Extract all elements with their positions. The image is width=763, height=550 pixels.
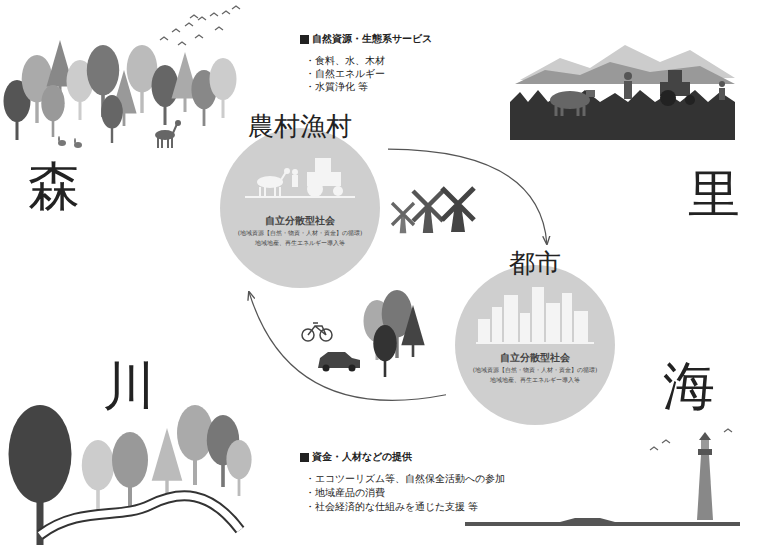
windmills	[392, 188, 474, 233]
node-title: 自立分散型社会	[465, 351, 605, 365]
list-item: ・社会経済的な仕組みを通じた支援 等	[305, 500, 478, 513]
heading-square	[300, 35, 309, 44]
section-heading: 自然資源・生態系サービス	[312, 32, 432, 45]
circle-node: 農村漁村自立分散型社会(地域資源【自然・物資・人材・資金】の循環)地域地産、再生…	[215, 110, 385, 288]
region-character: 森	[28, 158, 80, 215]
node-heading: 都市	[450, 247, 620, 279]
node-note: (地域資源【自然・物資・人材・資金】の循環)	[465, 365, 605, 375]
section-heading: 資金・人材などの提供	[312, 450, 412, 463]
circle-body: 自立分散型社会(地域資源【自然・物資・人材・資金】の循環)地域地産、再生エネルギ…	[465, 351, 605, 385]
node-note: (地域資源【自然・物資・人材・資金】の循環)	[230, 228, 370, 238]
list-item: ・水質浄化 等	[305, 81, 368, 93]
river-forest	[9, 405, 252, 545]
circle-body: 自立分散型社会(地域資源【自然・物資・人材・資金】の循環)地域地産、再生エネルギ…	[230, 214, 370, 248]
node-title: 自立分散型社会	[230, 214, 370, 228]
node-note: 地域地産、再生エネルギー導入等	[230, 238, 370, 248]
node-note: 地域地産、再生エネルギー導入等	[465, 375, 605, 385]
list-item: ・食料、水、木材	[305, 55, 385, 67]
node-heading: 農村漁村	[215, 110, 385, 142]
region-character: 海	[663, 358, 715, 415]
birds	[160, 6, 240, 45]
cycle-arrow	[249, 292, 446, 400]
sea-lighthouse	[465, 429, 740, 526]
countryside	[510, 45, 735, 140]
list-item: ・地域産品の消費	[305, 486, 385, 499]
cycle-arrow	[388, 149, 547, 244]
region-character: 川	[103, 358, 155, 415]
forest	[4, 40, 237, 148]
transport	[302, 290, 425, 377]
region-character: 里	[688, 166, 740, 223]
list-item: ・エコツーリズム等、自然保全活動への参加	[305, 472, 505, 485]
list-item: ・自然エネルギー	[305, 68, 385, 80]
circle-node: 都市自立分散型社会(地域資源【自然・物資・人材・資金】の循環)地域地産、再生エネ…	[450, 247, 620, 425]
heading-square	[300, 453, 309, 462]
